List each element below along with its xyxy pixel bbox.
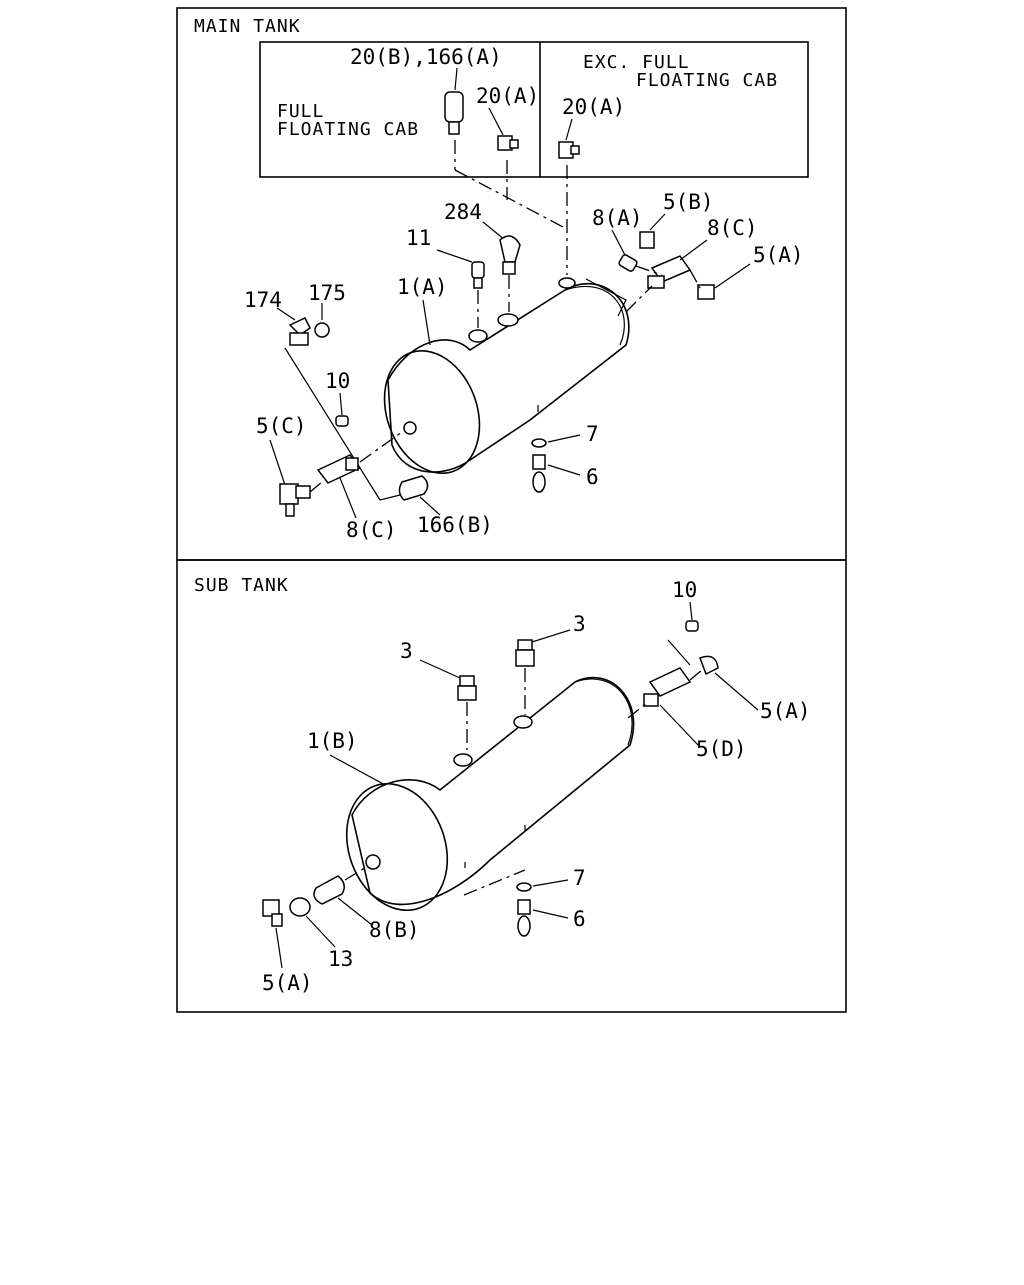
part-8b-nipple-icon (313, 875, 345, 905)
part-11-plug-icon (471, 261, 485, 289)
part-5a-elbow-sub-right-icon (699, 655, 719, 676)
callout-10-sub: 10 (672, 578, 697, 602)
sub-tank-body (345, 676, 635, 912)
part-20a-left-icon (497, 135, 519, 151)
part-3-right-valve-icon (515, 639, 535, 667)
callout-1a: 1(A) (397, 275, 448, 299)
callout-175: 175 (308, 281, 346, 305)
part-175-cap-icon (314, 322, 330, 338)
part-8c-tee-bottom-icon (316, 454, 362, 484)
callout-5c: 5(C) (256, 414, 307, 438)
callout-5d: 5(D) (696, 737, 747, 761)
callout-8a: 8(A) (592, 206, 643, 230)
inset-box (259, 41, 809, 178)
part-8a-nipple-icon (618, 254, 638, 272)
callout-1b: 1(B) (307, 729, 358, 753)
callout-20b-166a: 20(B),166(A) (350, 45, 502, 69)
part-5c-fitting-icon (279, 483, 311, 517)
callout-166b: 166(B) (417, 513, 493, 537)
inset-exc-full-label: EXC. FULL (583, 52, 690, 73)
part-174-valve-icon (288, 317, 311, 346)
part-5d-tee-icon (643, 667, 692, 707)
inset-exc-floating-cab-label: FLOATING CAB (636, 70, 778, 91)
part-284-elbow-icon (499, 235, 521, 275)
callout-284: 284 (444, 200, 482, 224)
callout-7-main: 7 (586, 422, 599, 446)
callout-20a-right: 20(A) (562, 95, 625, 119)
callout-3-left: 3 (400, 639, 413, 663)
part-10-plug-sub-icon (685, 620, 699, 632)
callout-6-main: 6 (586, 465, 599, 489)
callout-6-sub: 6 (573, 907, 586, 931)
callout-8c-bottom: 8(C) (346, 518, 397, 542)
callout-3-right: 3 (573, 612, 586, 636)
inset-floating-cab-label: FLOATING CAB (277, 119, 419, 140)
callout-5a-sub-left: 5(A) (262, 971, 313, 995)
callout-8b: 8(B) (369, 918, 420, 942)
part-13-cap-icon (289, 897, 311, 917)
part-3-left-valve-icon (457, 675, 477, 701)
callout-10-main: 10 (325, 369, 350, 393)
inset-full-label: FULL (277, 101, 324, 122)
callout-20a-left: 20(A) (476, 84, 539, 108)
callout-11: 11 (406, 226, 431, 250)
part-5b-fitting-icon (639, 231, 655, 249)
sub-tank-title: SUB TANK (194, 575, 289, 596)
callout-5b: 5(B) (663, 190, 714, 214)
part-6-drain-main-icon (532, 454, 546, 493)
part-20b-166a-icon (444, 91, 464, 135)
callout-5a-main: 5(A) (753, 243, 804, 267)
part-5a-elbow-main-icon (697, 284, 715, 300)
part-10-plug-icon (335, 415, 349, 427)
part-6-drain-sub-icon (517, 899, 531, 937)
part-5a-elbow-sub-left-icon (262, 899, 283, 927)
sub-tank-panel (176, 559, 847, 1013)
part-7-washer-sub-icon (516, 882, 532, 892)
main-tank-title: MAIN TANK (194, 16, 301, 37)
part-166b-icon (398, 475, 429, 501)
callout-174: 174 (244, 288, 282, 312)
main-tank-body (383, 277, 630, 474)
callout-5a-sub-right: 5(A) (760, 699, 811, 723)
callout-7-sub: 7 (573, 866, 586, 890)
callout-13: 13 (328, 947, 353, 971)
part-20a-right-icon (558, 141, 580, 159)
callout-8c-top: 8(C) (707, 216, 758, 240)
part-7-washer-main-icon (531, 438, 547, 448)
